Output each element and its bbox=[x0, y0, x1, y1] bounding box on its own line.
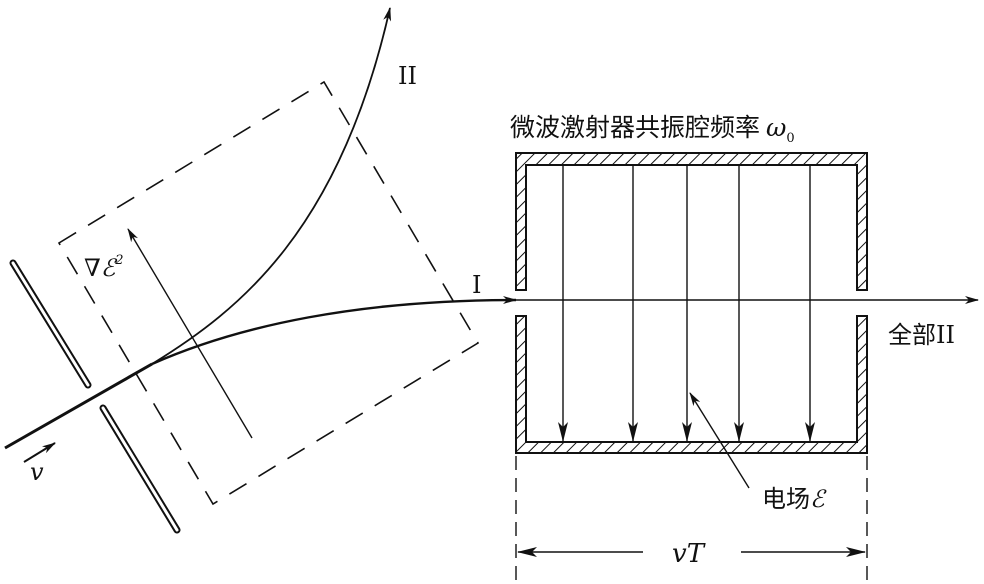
beam-I-label: I bbox=[472, 271, 481, 299]
all-II-label: 全部II bbox=[888, 321, 955, 349]
slit-lower-plate bbox=[99, 404, 181, 534]
velocity-label: v bbox=[30, 458, 44, 486]
beam-I-path bbox=[151, 296, 517, 366]
length-dimension bbox=[515, 456, 868, 580]
slit-upper-plate bbox=[9, 259, 92, 389]
field-arrows bbox=[558, 165, 815, 442]
gradient-arrow bbox=[127, 228, 253, 439]
incoming-beam bbox=[4, 362, 153, 450]
resonant-cavity bbox=[515, 152, 868, 454]
beam-II-label: II bbox=[398, 62, 417, 90]
velocity-arrow bbox=[23, 442, 56, 463]
field-label: 电场ℰ bbox=[762, 485, 827, 513]
focuser-region-dashed bbox=[57, 80, 480, 506]
length-label: vT bbox=[672, 539, 706, 569]
field-pointer-arrow bbox=[689, 392, 750, 489]
gradient-label: ∇ℰ2 bbox=[84, 253, 124, 282]
beam-II-path bbox=[151, 7, 392, 365]
